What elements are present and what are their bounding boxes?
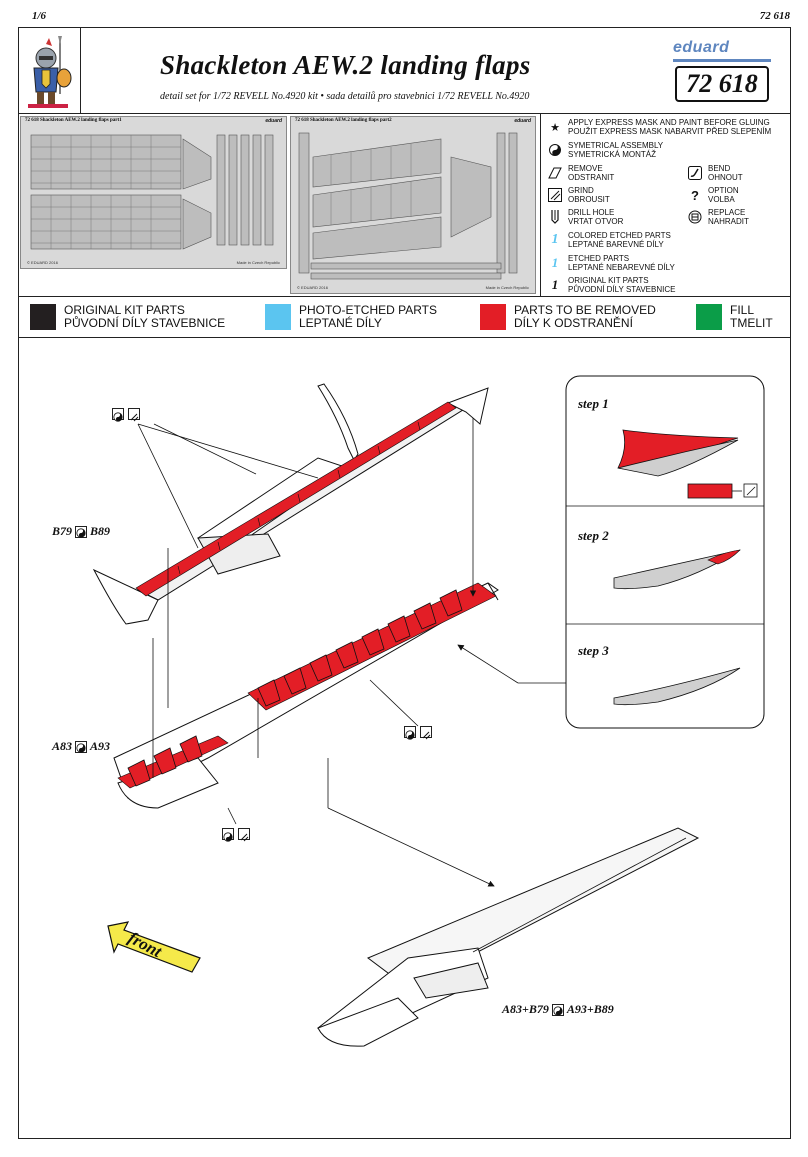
color-swatch-green [696, 304, 722, 330]
catalog-number-box: 72 618 [675, 66, 769, 102]
color-swatch-black [30, 304, 56, 330]
yin-yang-icon [112, 408, 124, 422]
fret-part1-image: 72 618 Shackleton AEW.2 landing flaps pa… [20, 116, 287, 269]
label-final-assembly: A83+B79 A93+B89 [502, 1002, 614, 1016]
fret1-copyright: © EDUARD 2016 [27, 260, 58, 265]
icon-pair-lower [222, 828, 250, 842]
fret2-copyright: © EDUARD 2016 [297, 285, 328, 290]
step3-grey-edge [613, 667, 741, 706]
label-a-parts: A83 A93 [52, 739, 111, 753]
page-title: Shackleton AEW.2 landing flaps [160, 50, 531, 80]
page-subtitle: detail set for 1/72 REVELL No.4920 kit •… [160, 91, 530, 102]
grind-icon [548, 188, 562, 202]
red-rib-row [127, 589, 463, 787]
fret-part2-image: 72 618 Shackleton AEW.2 landing flaps pa… [290, 116, 536, 294]
fret2-made-in: Made in Czech Republic [485, 285, 529, 290]
header-bottom-rule [18, 113, 791, 114]
step-panel [565, 375, 765, 729]
grind-icon [420, 726, 432, 740]
upper-red-strip [135, 401, 457, 597]
legend-divider [540, 114, 541, 297]
drill-icon [548, 210, 562, 224]
front-arrow-icon [107, 921, 201, 973]
star-icon: ★ [550, 121, 560, 134]
step2-red-tip [707, 549, 741, 565]
icon-pair-middle [404, 726, 432, 740]
grind-icon [128, 408, 140, 422]
catalog-number-top: 72 618 [759, 10, 790, 22]
original-number-icon: 1 [551, 277, 559, 292]
final-wing-drawing [316, 827, 700, 1047]
step1-grey-edge [617, 439, 739, 477]
legend-mask: ★ APPLY EXPRESS MASK AND PAINT BEFORE GL… [548, 118, 771, 136]
step-3-label: step 3 [578, 643, 609, 658]
page-frame [18, 27, 791, 1139]
assembly-diagram [92, 375, 765, 1047]
question-icon: ? [691, 187, 699, 203]
yin-yang-icon [75, 525, 88, 538]
fret1-parts-drawing [30, 134, 274, 250]
fret2-title: 72 618 Shackleton AEW.2 landing flaps pa… [295, 118, 392, 123]
yin-yang-icon [551, 1003, 564, 1016]
color-swatch-blue [265, 304, 291, 330]
step-2-label: step 2 [578, 528, 609, 543]
legend-bottom-rule [18, 296, 791, 297]
colored-number-icon: 1 [551, 232, 559, 247]
yin-yang-icon [75, 740, 88, 753]
remove-icon [548, 166, 562, 180]
eduard-logo: eduard [673, 39, 730, 56]
yin-yang-icon [404, 726, 416, 740]
grind-icon [238, 828, 250, 842]
fret1-title: 72 618 Shackleton AEW.2 landing flaps pa… [25, 118, 122, 123]
color-swatch-red [480, 304, 506, 330]
color-key-bottom-rule [18, 337, 791, 338]
step1-grind-icon [743, 483, 758, 498]
yin-yang-icon [222, 828, 234, 842]
replace-icon [688, 210, 702, 224]
label-b-parts: B79 B89 [52, 524, 111, 538]
page-number: 1/6 [32, 10, 47, 22]
brand-underline [673, 59, 771, 62]
yin-yang-icon [548, 143, 562, 157]
step-1-label: step 1 [578, 396, 609, 411]
icon-pair-upper [112, 408, 140, 422]
fret1-made-in: Made in Czech Republic [236, 260, 280, 265]
fret2-brand: eduard [514, 118, 531, 124]
etched-number-icon: 1 [551, 255, 559, 270]
bend-icon [688, 166, 702, 180]
fret1-brand: eduard [265, 118, 282, 124]
eduard-knight-mascot-icon [28, 36, 72, 108]
step1-red-part [687, 483, 733, 499]
fret2-parts-drawing [298, 132, 518, 280]
header-divider [80, 27, 81, 114]
